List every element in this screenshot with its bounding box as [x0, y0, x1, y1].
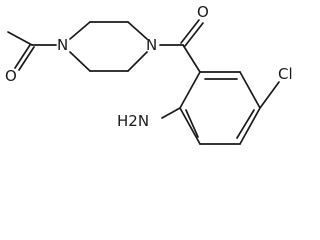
bond-acetyl-co-double-a: [14, 44, 31, 69]
acetyl-oxygen-label: O: [5, 67, 17, 85]
bond-acetyl-co-double-b: [18, 46, 35, 71]
ring-bond-6: [69, 51, 91, 72]
ring-bond-3: [127, 21, 148, 40]
chemical-structure: O N N O H2N Cl: [5, 3, 293, 145]
carbonyl-oxygen-label: O: [197, 3, 209, 21]
atom-labels: O N N O H2N Cl: [5, 3, 293, 130]
chloro-label: Cl: [278, 65, 293, 83]
aryl-inner-3: [185, 109, 199, 138]
aryl-bond-2: [239, 71, 261, 109]
aryl-inner-2: [236, 109, 255, 139]
piperazine-n4-label: N: [146, 36, 157, 54]
benzene-ring: [179, 71, 261, 145]
bond-ring-to-cl: [259, 81, 280, 109]
bond-aryl-amine: [161, 107, 181, 119]
ring-bond-1: [69, 21, 91, 40]
bond-methyl-carbonyl: [7, 31, 33, 46]
aryl-bond-5: [179, 107, 201, 145]
aryl-bond-6: [179, 71, 201, 109]
aryl-bond-3: [239, 107, 261, 145]
bond-amide-co-double-a: [180, 19, 200, 44]
bond-amide-co-double-b: [184, 22, 204, 47]
piperazine-n1-label: N: [57, 36, 68, 54]
ring-bond-4: [127, 51, 148, 72]
piperazine-ring: [69, 21, 148, 72]
amine-label: H2N: [117, 112, 149, 130]
bond-carbonyl-aryl: [182, 44, 201, 73]
amide-linker: [159, 19, 204, 73]
acetyl-group: [7, 31, 57, 71]
